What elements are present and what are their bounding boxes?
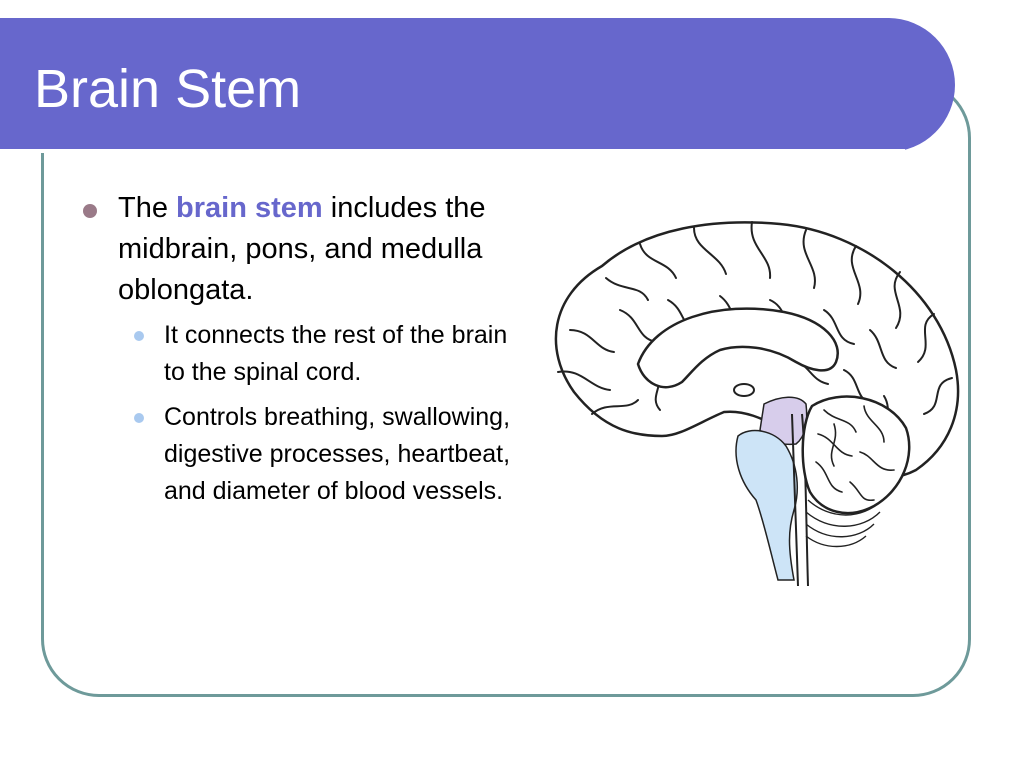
bullet-text-after: includes the midbrain, pons, and medulla… xyxy=(118,192,486,306)
sub-bullet-item: It connects the rest of the brain to the… xyxy=(118,317,515,391)
cerebellum xyxy=(801,395,911,515)
slide-title: Brain Stem xyxy=(34,59,302,119)
cerebellum-stripes xyxy=(805,499,883,548)
bullet-list: The brain stem includes the midbrain, po… xyxy=(80,188,515,518)
sub-bullet-list: It connects the rest of the brain to the… xyxy=(118,317,515,510)
sub-bullet-item: Controls breathing, swallowing, digestiv… xyxy=(118,399,515,510)
bullet-highlight: brain stem xyxy=(176,192,323,224)
thalamus-mark xyxy=(733,383,755,397)
title-underline xyxy=(0,149,905,153)
bullet-item: The brain stem includes the midbrain, po… xyxy=(80,188,515,510)
bullet-text-before: The xyxy=(118,192,168,224)
brain-sagittal-section-icon xyxy=(554,221,960,587)
corpus-callosum xyxy=(636,307,839,389)
title-bar: Brain Stem xyxy=(0,18,955,153)
cerebellum-folia xyxy=(815,405,895,502)
pons-medulla-region xyxy=(735,429,799,581)
